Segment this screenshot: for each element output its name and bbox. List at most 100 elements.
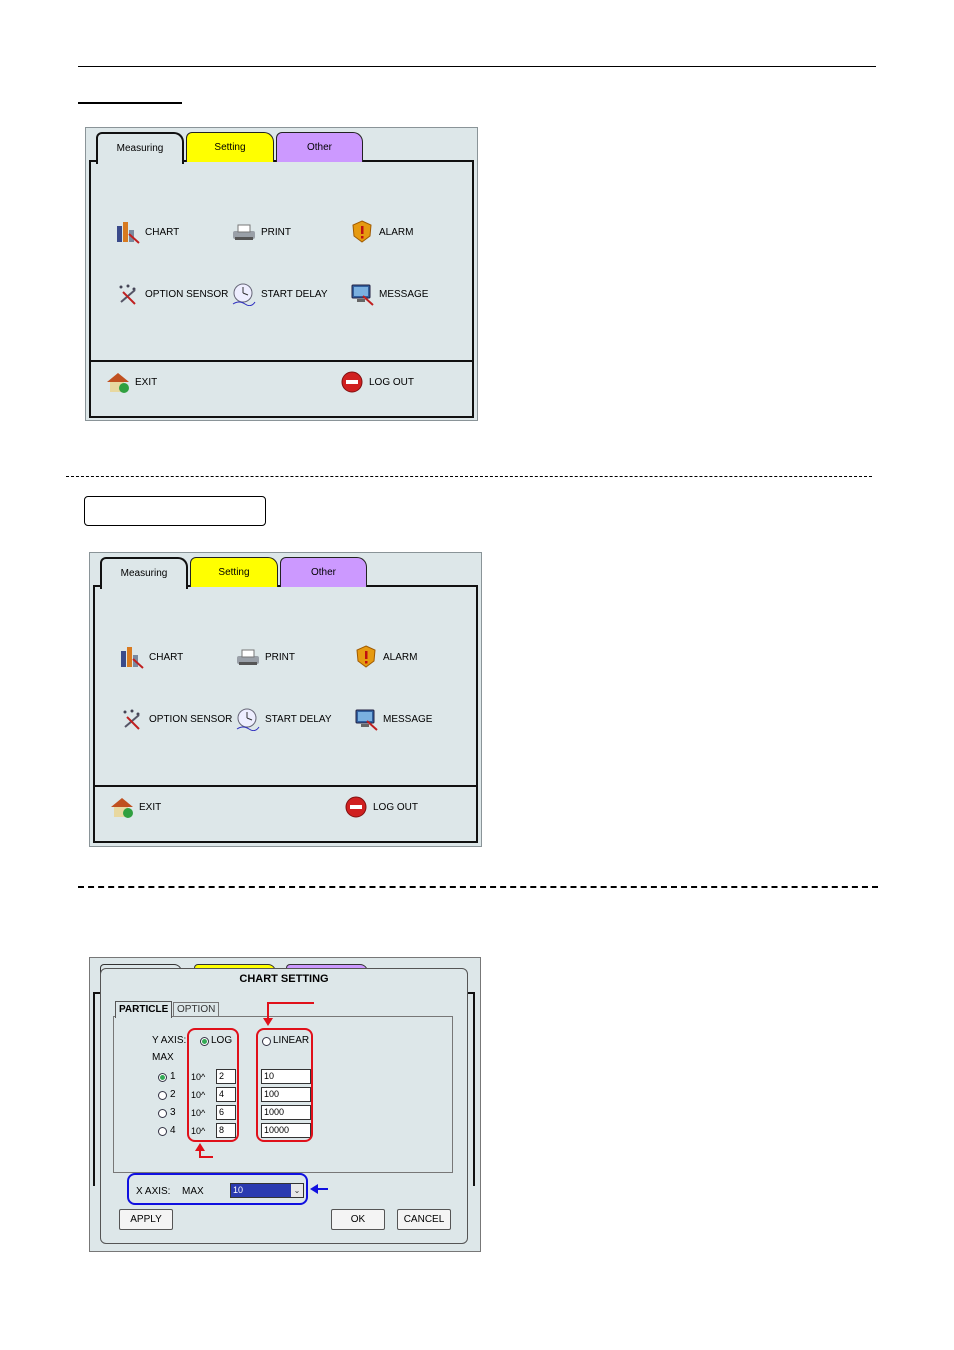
printer-icon [235,645,261,669]
apply-label: APPLY [130,1214,162,1225]
log-exponent-input[interactable]: 4 [216,1087,236,1102]
print-label: PRINT [261,226,291,238]
sensor-icon [119,707,145,731]
tab-particle[interactable]: PARTICLE [115,1001,173,1018]
apply-button[interactable]: APPLY [119,1209,173,1230]
alarm-button[interactable]: ALARM [349,220,413,244]
tab-measuring[interactable]: Measuring [100,557,188,589]
tab-measuring[interactable]: Measuring [96,132,184,164]
linear-max-input[interactable]: 10 [261,1069,311,1084]
start-delay-label: START DELAY [261,288,328,300]
chart-button[interactable]: CHART [115,220,179,244]
linear-radio[interactable] [262,1037,271,1046]
menu-window: Measuring Setting Other CHART PRINT ALAR… [85,127,478,421]
print-button[interactable]: PRINT [235,645,295,669]
log-arrow [199,1149,213,1158]
tab-setting[interactable]: Setting [186,132,274,162]
sensor-icon [115,282,141,306]
alarm-label: ALARM [379,226,414,238]
section-divider [78,886,878,888]
log-exponent-input[interactable]: 2 [216,1069,236,1084]
menu-footer: EXIT LOG OUT [93,785,478,843]
power-icon [339,370,365,394]
clock-icon [235,707,261,732]
max-row-radio[interactable] [158,1091,167,1100]
logout-button[interactable]: LOG OUT [343,795,418,819]
option-sensor-button[interactable]: OPTION SENSOR [115,282,228,306]
tab-label: PARTICLE [119,1004,169,1015]
section-label-box [84,496,266,526]
tab-label: OPTION [177,1004,216,1015]
tab-label: Setting [214,142,246,153]
exit-button[interactable]: EXIT [105,370,157,394]
log-prefix: 10^ [191,1108,206,1118]
row-number: 2 [170,1089,176,1100]
alarm-label: ALARM [383,651,418,663]
y-axis-label: Y AXIS: [152,1035,187,1046]
start-delay-button[interactable]: START DELAY [231,282,328,307]
alarm-button[interactable]: ALARM [353,645,417,669]
option-sensor-label: OPTION SENSOR [149,713,233,725]
ok-button[interactable]: OK [331,1209,385,1230]
logout-button[interactable]: LOG OUT [339,370,414,394]
x-max-select[interactable]: 10 ⌄ [230,1183,304,1198]
chart-icon [119,645,145,669]
max-row-radio[interactable] [158,1109,167,1118]
tab-label: Measuring [116,143,164,154]
row-number: 1 [170,1071,176,1082]
x-axis-label: X AXIS: [136,1186,171,1197]
row-number: 4 [170,1125,176,1136]
logout-label: LOG OUT [373,801,419,813]
chevron-down-icon[interactable]: ⌄ [291,1184,303,1197]
option-sensor-button[interactable]: OPTION SENSOR [119,707,232,731]
x-max-label: MAX [182,1186,204,1197]
log-callout-box [187,1028,239,1142]
log-label: LOG [211,1035,233,1046]
dialog-title: CHART SETTING [239,973,329,985]
tab-other[interactable]: Other [280,557,367,587]
menu-panel: CHART PRINT ALARM OPTION SENSOR START DE… [89,160,474,361]
max-label: MAX [152,1052,174,1063]
chart-label: CHART [149,651,184,663]
section-divider [66,476,872,477]
tab-label: Setting [218,567,250,578]
x-axis-callout-box [127,1173,308,1205]
linear-label: LINEAR [273,1035,310,1046]
linear-max-input[interactable]: 100 [261,1087,311,1102]
row-number: 3 [170,1107,176,1118]
tab-label: Other [306,142,332,153]
message-button[interactable]: MESSAGE [349,282,428,306]
alarm-icon [353,645,379,669]
arrowhead-icon [195,1143,205,1151]
power-icon [343,795,369,819]
header-rule [78,66,876,67]
monitor-icon [349,282,375,306]
logout-label: LOG OUT [369,376,415,388]
arrowhead-icon [310,1184,318,1194]
particle-panel: Y AXIS: LOG LINEAR MAX 1 10^ 2 10 2 10^ … [113,1016,453,1173]
x-max-value: 10 [233,1185,244,1195]
cancel-button[interactable]: CANCEL [397,1209,451,1230]
chart-setting-dialog: CHART SETTING PARTICLE OPTION Y AXIS: LO… [100,968,468,1244]
max-row-radio[interactable] [158,1073,167,1082]
linear-callout-box [256,1028,313,1142]
tab-setting[interactable]: Setting [190,557,278,587]
exit-button[interactable]: EXIT [109,795,161,819]
chart-button[interactable]: CHART [119,645,183,669]
log-radio[interactable] [200,1037,209,1046]
printer-icon [231,220,257,244]
cancel-label: CANCEL [403,1214,445,1225]
max-row-radio[interactable] [158,1127,167,1136]
tab-option[interactable]: OPTION [173,1002,220,1017]
print-button[interactable]: PRINT [231,220,291,244]
tab-label: Other [310,567,336,578]
log-exponent-input[interactable]: 6 [216,1105,236,1120]
print-label: PRINT [265,651,295,663]
message-button[interactable]: MESSAGE [353,707,432,731]
start-delay-button[interactable]: START DELAY [235,707,332,732]
tab-other[interactable]: Other [276,132,363,162]
linear-max-input[interactable]: 10000 [261,1123,311,1138]
home-icon [105,370,131,394]
heading-underline [78,102,182,104]
linear-max-input[interactable]: 1000 [261,1105,311,1120]
